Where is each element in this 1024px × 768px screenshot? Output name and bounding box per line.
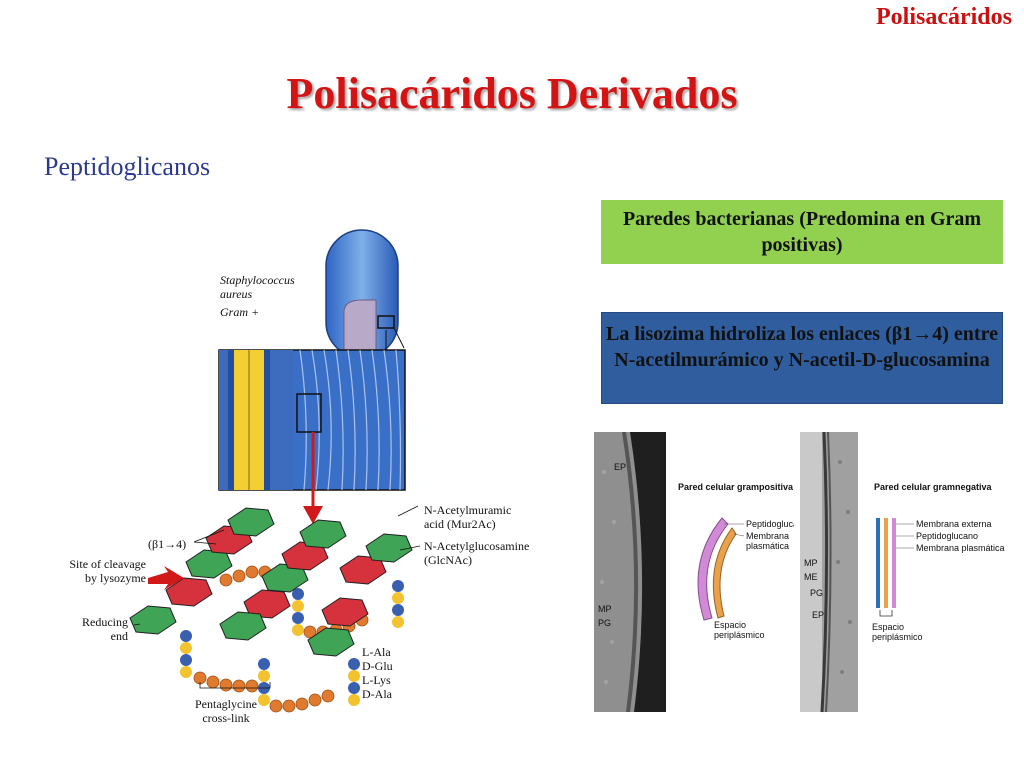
glcnac-label-2: (GlcNAc) [424,553,472,567]
lysozyme-box: La lisozima hidroliza los enlaces (β1→4)… [601,312,1003,404]
reducing-label-2: end [111,629,128,643]
gram-positive-micrograph: EP MP PG Pared celular grampositiva Pept… [594,432,794,712]
page-title: Polisacáridos Derivados [286,69,738,118]
space-label: Espacio [714,620,746,630]
label-pg-neg: PG [810,588,823,598]
label-pg: PG [598,618,611,628]
legend-peptidoglycan: Peptidoglucano [746,519,794,529]
pentaglycine-label-2: cross-link [202,711,249,725]
label-ep-neg: EP [812,610,824,620]
label-ep: EP [614,462,626,472]
peptide-chains [180,580,404,706]
murnac-label-2: acid (Mur2Ac) [424,517,496,531]
label-me: ME [804,572,818,582]
bacterial-walls-box: Paredes bacterianas (Predomina en Gram p… [601,200,1003,264]
label-mp-neg: MP [804,558,818,568]
gram-positive-title: Pared celular grampositiva [678,482,794,492]
section-subtitle: Peptidoglicanos [44,152,211,181]
gram-negative-micrograph: MP ME PG EP Pared celular gramnegativa M… [800,432,1005,713]
aa-d-glu: D-Glu [362,659,393,673]
organism-name: Staphylococcus [220,273,295,287]
cleavage-arrow [148,566,184,590]
cleavage-label: Site of cleavage [69,557,146,571]
pentaglycine-label: Pentaglycine [195,697,257,711]
gram-label: Gram + [220,305,259,319]
bond-label: (β1→4) [148,537,186,551]
peptidoglycan-figure: Staphylococcus aureus Gram + [69,229,529,725]
glcnac-label: N-Acetylglucosamine [424,539,529,553]
murnac-label: N-Acetylmuramic [424,503,511,517]
legend-peptidoglycan-neg: Peptidoglucano [916,531,978,541]
legend-membrane: Membrana [746,531,789,541]
label-mp: MP [598,604,612,614]
space-label-2: periplásmico [714,630,765,640]
space-label-neg: Espacio [872,622,904,632]
legend-plasma-membrane: Membrana plasmática [916,543,1005,553]
aa-l-lys: L-Lys [362,673,391,687]
space-label-neg-2: periplásmico [872,632,923,642]
legend-membrane-2: plasmática [746,541,789,551]
aa-l-ala: L-Ala [362,645,391,659]
legend-outer-membrane: Membrana externa [916,519,992,529]
aa-d-ala: D-Ala [362,687,393,701]
cell-wall-section [218,349,406,491]
cleavage-label-2: by lysozyme [85,571,146,585]
organism-name-2: aureus [220,287,253,301]
corner-title: Polisacáridos [876,4,1012,30]
gram-negative-title: Pared celular gramnegativa [874,482,993,492]
reducing-label: Reducing [82,615,128,629]
